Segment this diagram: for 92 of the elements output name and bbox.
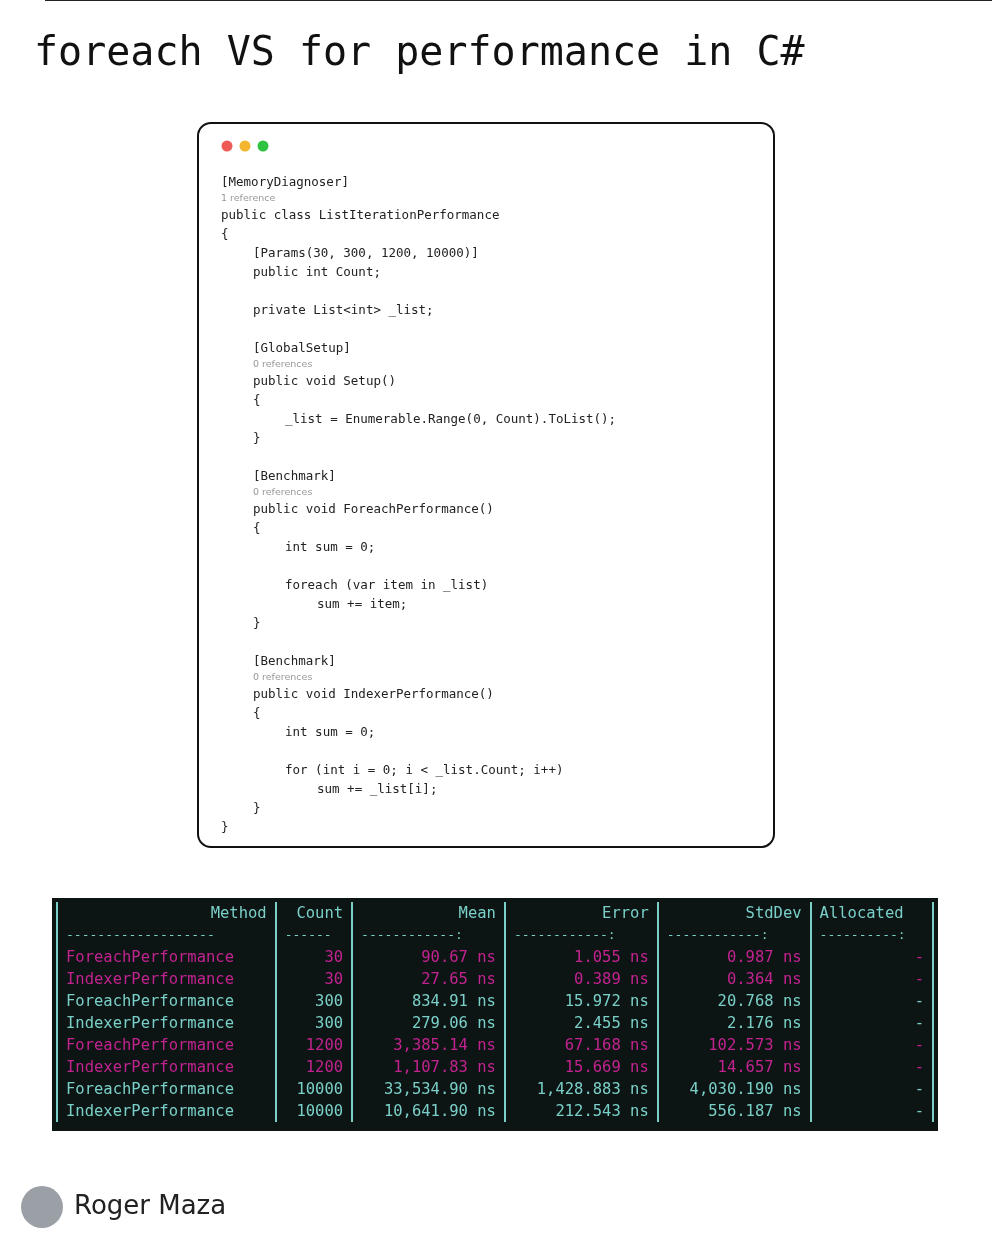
code-line: sum += _list[i];	[317, 780, 439, 798]
column-header: Allocated	[810, 902, 933, 924]
code-line: foreach (var item in _list)	[285, 576, 490, 594]
table-cell: IndexerPerformance	[57, 968, 276, 990]
table-cell: 2.176 ns	[657, 1012, 811, 1034]
table-cell: ForeachPerformance	[57, 990, 276, 1012]
table-cell: 90.67 ns	[352, 946, 505, 968]
table-cell: -	[810, 1034, 933, 1056]
table-cell: -	[810, 946, 933, 968]
table-cell: 834.91 ns	[352, 990, 505, 1012]
table-cell: 300	[275, 1012, 353, 1034]
table-cell: ForeachPerformance	[57, 1034, 276, 1056]
reference-hint: 0 references	[253, 485, 314, 499]
separator-text: ------------:	[361, 927, 463, 942]
table-cell: 1200	[275, 1034, 353, 1056]
code-line: [Benchmark]	[253, 467, 337, 485]
page-title: foreach VS for performance in C#	[34, 28, 805, 74]
code-line: public void IndexerPerformance()	[253, 685, 495, 703]
table-cell: IndexerPerformance	[57, 1012, 276, 1034]
table-cell: -	[810, 968, 933, 990]
table-cell: 10000	[275, 1100, 353, 1122]
code-line: private List<int> _list;	[253, 301, 435, 319]
separator-text: ----------:	[819, 927, 906, 942]
code-line: int sum = 0;	[285, 538, 377, 556]
table-cell: 1,428.883 ns	[504, 1078, 658, 1100]
code-line: [MemoryDiagnoser]	[221, 173, 350, 191]
code-line: [GlobalSetup]	[253, 339, 352, 357]
reference-hint: 0 references	[253, 357, 314, 371]
table-cell: 0.389 ns	[504, 968, 658, 990]
table-cell: -	[810, 1100, 933, 1122]
author-name: Roger Maza	[74, 1190, 227, 1220]
table-cell: -	[810, 1056, 933, 1078]
code-line: }	[253, 799, 262, 817]
table-cell: -	[810, 1012, 933, 1034]
table-cell: ForeachPerformance	[57, 946, 276, 968]
table-cell: 15.669 ns	[504, 1056, 658, 1078]
code-line: {	[253, 704, 262, 722]
table-cell: ForeachPerformance	[57, 1078, 276, 1100]
table-cell: 1,107.83 ns	[352, 1056, 505, 1078]
table-cell: 33,534.90 ns	[352, 1078, 505, 1100]
table-cell: -	[810, 1078, 933, 1100]
code-line: for (int i = 0; i < _list.Count; i++)	[285, 761, 565, 779]
table-cell: 102.573 ns	[657, 1034, 811, 1056]
table-cell: 15.972 ns	[504, 990, 658, 1012]
code-line: sum += item;	[317, 595, 409, 613]
code-line: {	[253, 519, 262, 537]
table-cell: 556.187 ns	[657, 1100, 811, 1122]
table-cell: 0.364 ns	[657, 968, 811, 990]
table-cell: IndexerPerformance	[57, 1100, 276, 1122]
column-header: Mean	[352, 902, 505, 924]
table-cell: 1200	[275, 1056, 353, 1078]
column-header: Error	[504, 902, 658, 924]
code-line: }	[253, 614, 262, 632]
table-cell: 2.455 ns	[504, 1012, 658, 1034]
separator-text: ------------:	[513, 927, 616, 942]
code-line: }	[253, 429, 262, 447]
table-cell: 279.06 ns	[352, 1012, 505, 1034]
table-cell: 30	[275, 968, 353, 990]
separator-text: -------------------	[66, 927, 215, 942]
code-line: public void Setup()	[253, 372, 397, 390]
separator-text: ------	[284, 927, 332, 942]
column-header: Method	[57, 902, 276, 924]
table-cell: 20.768 ns	[657, 990, 811, 1012]
table-cell: 212.543 ns	[504, 1100, 658, 1122]
table-cell: 300	[275, 990, 353, 1012]
reference-hint: 1 reference	[221, 191, 277, 205]
table-cell: -	[810, 990, 933, 1012]
code-line: [Benchmark]	[253, 652, 337, 670]
code-line: public int Count;	[253, 263, 382, 281]
code-line: [Params(30, 300, 1200, 10000)]	[253, 244, 480, 262]
code-line: _list = Enumerable.Range(0, Count).ToList();	[285, 410, 617, 428]
table-cell: 0.987 ns	[657, 946, 811, 968]
table-cell: 67.168 ns	[504, 1034, 658, 1056]
code-line: }	[221, 818, 230, 836]
code-line: public void ForeachPerformance()	[253, 500, 495, 518]
code-line: int sum = 0;	[285, 723, 377, 741]
code-line: {	[221, 225, 230, 243]
code-line: public class ListIterationPerformance	[221, 206, 501, 224]
separator-text: ------------:	[666, 927, 769, 942]
table-cell: 27.65 ns	[352, 968, 505, 990]
column-header: Count	[275, 902, 353, 924]
table-cell: 10,641.90 ns	[352, 1100, 505, 1122]
reference-hint: 0 references	[253, 670, 314, 684]
table-cell: 30	[275, 946, 353, 968]
column-header: StdDev	[657, 902, 811, 924]
table-cell: 1.055 ns	[504, 946, 658, 968]
table-cell: 3,385.14 ns	[352, 1034, 505, 1056]
table-cell: 4,030.190 ns	[657, 1078, 811, 1100]
code-line: {	[253, 391, 262, 409]
table-cell: 14.657 ns	[657, 1056, 811, 1078]
table-cell: IndexerPerformance	[57, 1056, 276, 1078]
table-cell: 10000	[275, 1078, 353, 1100]
